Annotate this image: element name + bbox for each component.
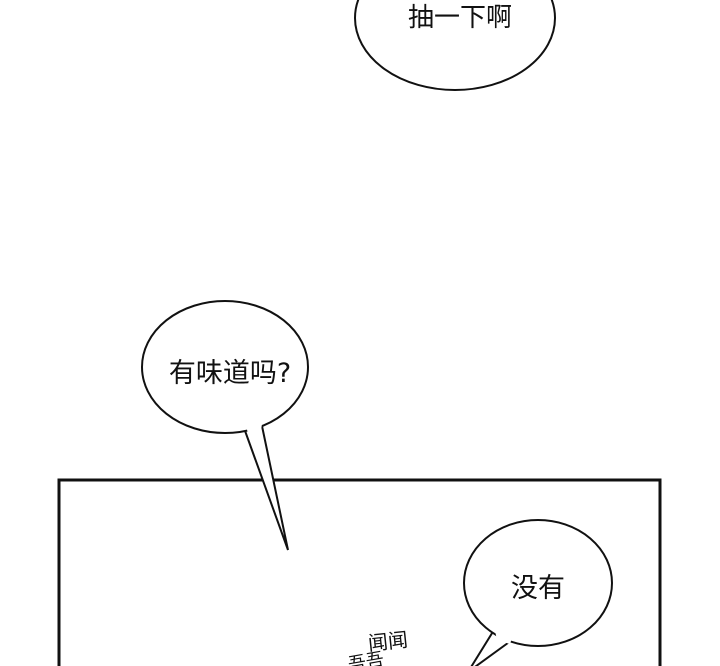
sfx-partial-text: 吾吾: [347, 649, 386, 666]
speech-bubble-right-outline: [463, 519, 613, 647]
speech-bubble-right-text: 没有: [511, 573, 565, 604]
speech-bubble-right: 没有: [463, 519, 613, 666]
speech-bubble-top-outline: [354, 0, 556, 91]
sfx-sniff: 闻闻 吾吾: [347, 627, 410, 666]
speech-bubble-top-text: 抽一下啊: [408, 3, 512, 33]
speech-bubble-middle-outline: [141, 300, 309, 434]
speech-bubble-top: 抽一下啊: [354, 0, 556, 91]
speech-bubble-middle-text: 有味道吗?: [169, 358, 291, 389]
sfx-sniff-text: 闻闻: [367, 627, 409, 655]
speech-bubble-middle: 有味道吗?: [141, 300, 309, 551]
